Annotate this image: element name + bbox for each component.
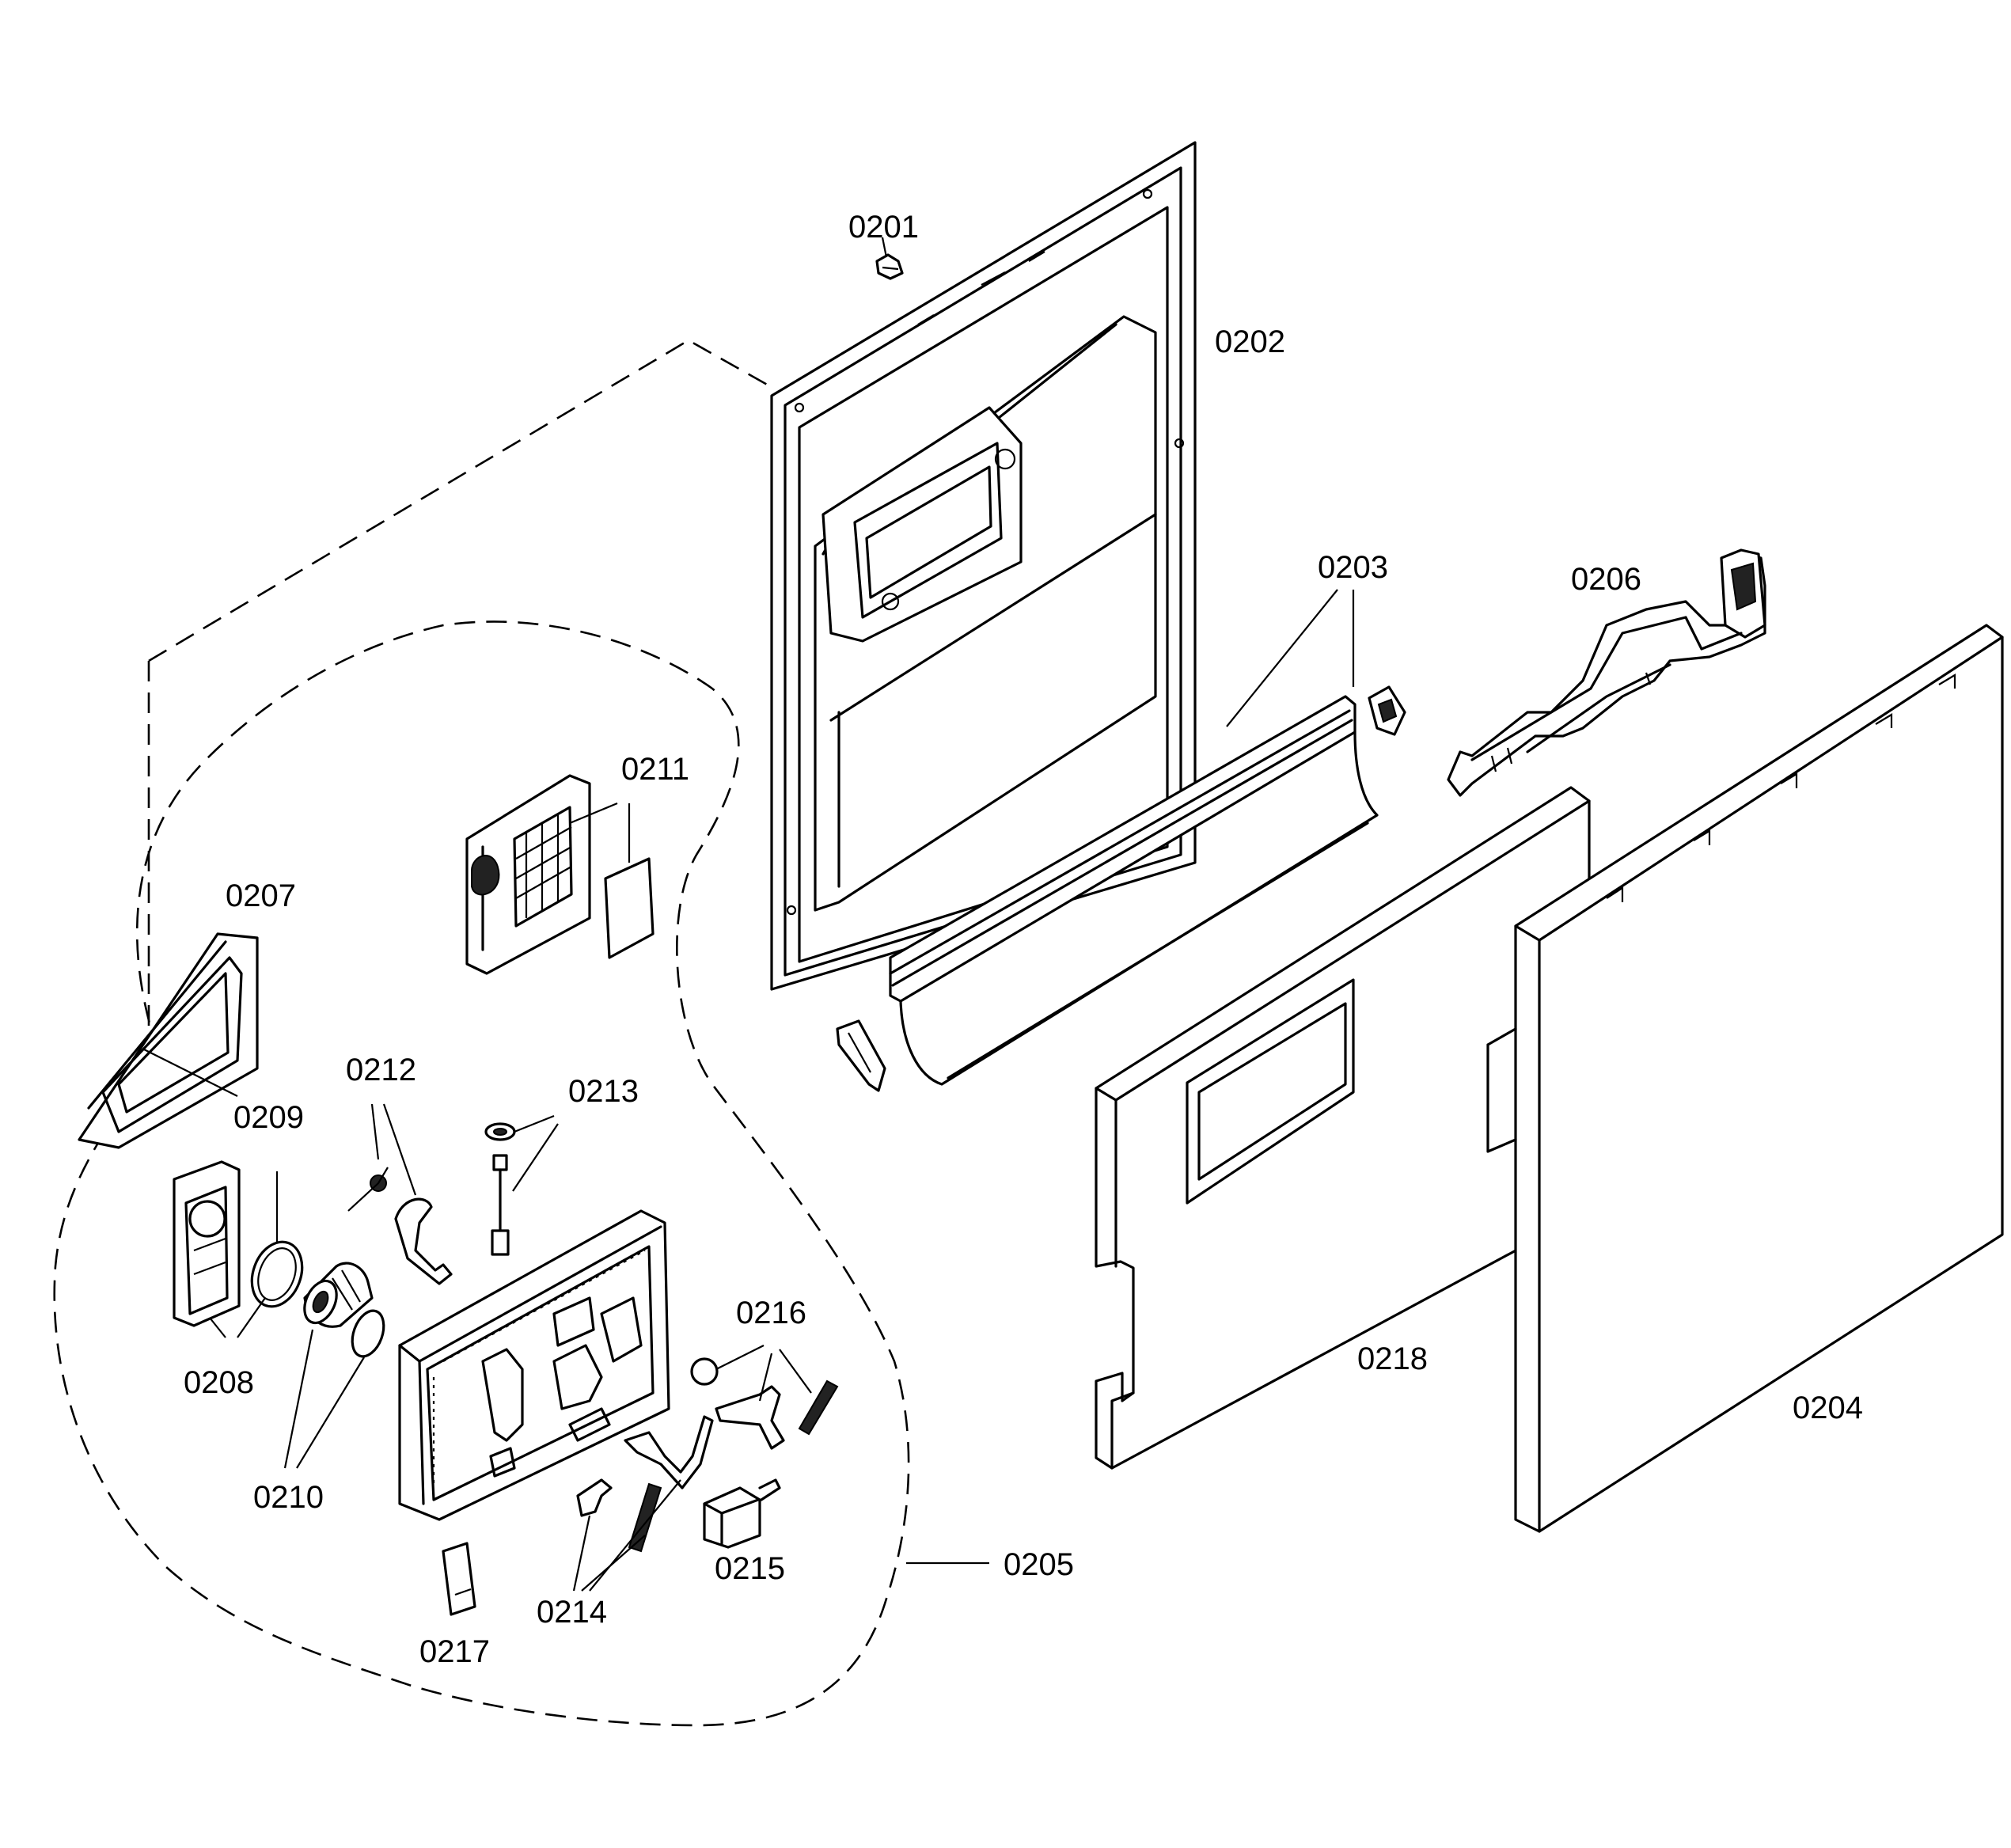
filter-pad-0211 [604, 857, 655, 959]
label-0218: 0218 [1357, 1341, 1428, 1376]
lever-0212 [394, 1197, 453, 1285]
label-0207: 0207 [226, 878, 296, 913]
label-0214: 0214 [537, 1595, 607, 1630]
leader-0211-a [569, 802, 618, 825]
lever-0214 [624, 1415, 714, 1489]
leader-0210-a [283, 1329, 314, 1469]
leader-0210-b [296, 1357, 365, 1469]
dispenser-cap-0210 [303, 1262, 374, 1328]
leader-0213-b [512, 1123, 559, 1192]
leader-0213-a [514, 1114, 555, 1133]
leader-0207 [142, 1048, 238, 1097]
label-0206: 0206 [1571, 562, 1641, 597]
leader-0216-b [758, 1353, 773, 1402]
label-0208: 0208 [184, 1365, 254, 1400]
inner-door-panel-0202 [770, 141, 1197, 991]
hinge-bracket-0206 [1447, 548, 1766, 797]
label-0216: 0216 [736, 1296, 806, 1330]
vent-cover-0211 [465, 774, 591, 975]
clip-0214 [576, 1478, 613, 1517]
strip-end-bracket [836, 1019, 886, 1092]
projection-line-upper [148, 339, 776, 662]
spring-0216 [798, 1379, 839, 1436]
float-ball-0216 [690, 1357, 719, 1386]
dispenser-cover-0208 [173, 1160, 241, 1327]
solenoid-0215 [703, 1478, 781, 1549]
screw-0201 [875, 253, 904, 280]
dispenser-housing-0205 [398, 1209, 670, 1521]
label-0201: 0201 [848, 210, 919, 245]
leader-0208-a [209, 1317, 226, 1338]
spring-0212 [347, 1167, 389, 1212]
label-0215: 0215 [715, 1551, 785, 1586]
leader-0212-a [370, 1103, 380, 1160]
leader-0203-a [1226, 589, 1338, 727]
leader-0214-a [572, 1515, 591, 1592]
label-0217: 0217 [419, 1634, 490, 1669]
assembly-0205-dashed-boundary [53, 620, 910, 1727]
label-0205: 0205 [1004, 1547, 1074, 1582]
label-0203: 0203 [1318, 550, 1388, 585]
ring-seal-0209 [250, 1240, 304, 1308]
leader-0212-b [382, 1103, 417, 1196]
outer-trim-panel-0218 [1095, 786, 1591, 1470]
leader-0216-a [715, 1345, 765, 1370]
o-ring-0210 [351, 1309, 385, 1358]
strip-clip [1368, 685, 1406, 736]
spring-0214 [628, 1482, 662, 1553]
label-0202: 0202 [1215, 324, 1285, 359]
label-0204: 0204 [1793, 1391, 1863, 1425]
label-0211: 0211 [621, 752, 689, 787]
label-0209: 0209 [233, 1100, 304, 1135]
leader-0208-b [237, 1297, 266, 1338]
outer-door-panel-0204 [1486, 624, 2004, 1533]
door-gasket-strip-0203 [889, 695, 1379, 1086]
label-0212: 0212 [346, 1053, 416, 1087]
plunger-0213 [484, 1122, 516, 1256]
leader-0216-c [779, 1349, 812, 1394]
leader-0214-c [589, 1479, 681, 1592]
label-0213: 0213 [568, 1074, 639, 1109]
lever-0216 [715, 1385, 785, 1450]
plate-0217 [442, 1542, 476, 1616]
label-0210: 0210 [253, 1480, 324, 1515]
leader-0201 [881, 237, 888, 258]
dispenser-frame-0207 [78, 932, 259, 1149]
